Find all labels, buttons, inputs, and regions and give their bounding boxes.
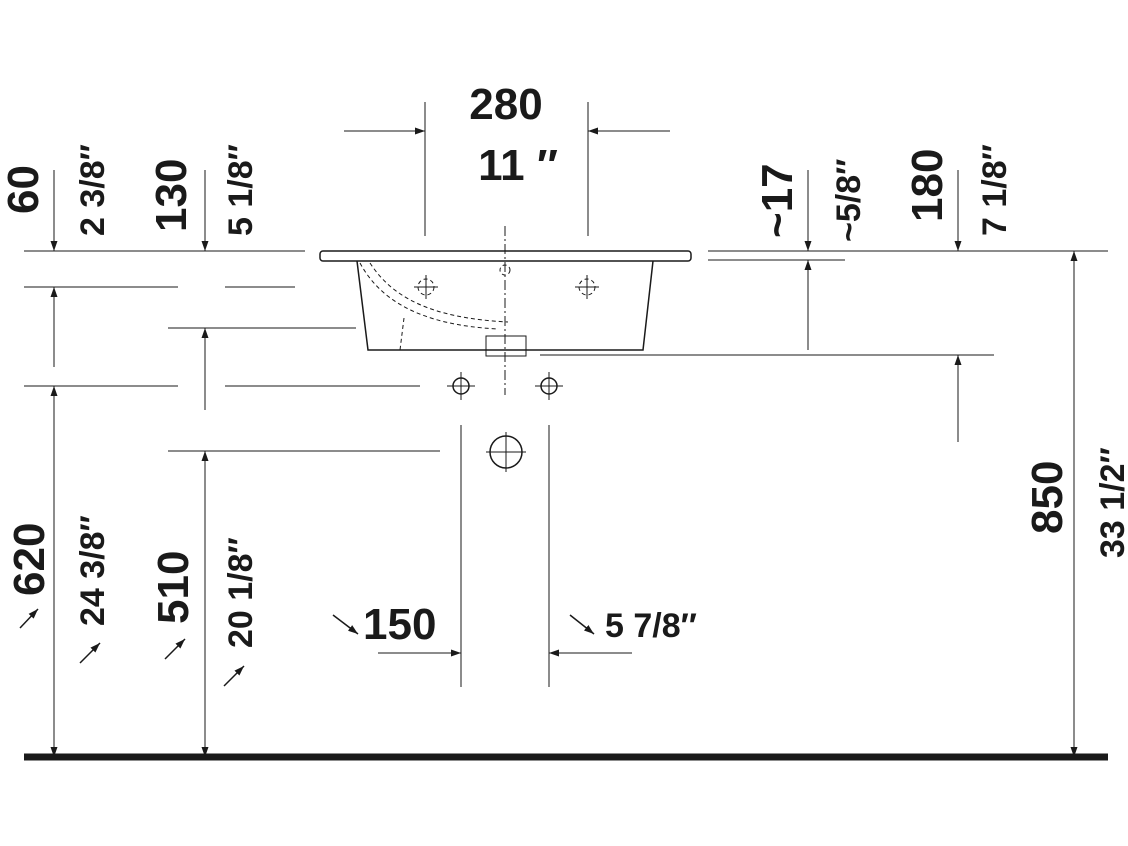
leader-arrow-icon — [569, 614, 595, 635]
dim-60-mm: 60 — [0, 165, 48, 214]
dim-150-mm: 150 — [363, 600, 436, 649]
dim-130-in: 5 1/8″ — [222, 144, 260, 236]
fixing-bolt-icon — [447, 372, 475, 400]
dim-180-mm: 180 — [903, 149, 952, 222]
leader-arrow-icon — [79, 642, 101, 664]
fixing-bolt-icon — [535, 372, 563, 400]
waste-drain — [485, 335, 527, 357]
dim-60-in: 2 3/8″ — [74, 144, 112, 236]
dim-280-mm: 280 — [469, 80, 542, 129]
dim-280-in: 11 ″ — [478, 141, 558, 190]
dim-130-mm: 130 — [147, 159, 196, 232]
leader-arrow-icon — [19, 608, 39, 629]
fixing-bolt-icon — [575, 275, 599, 299]
dim-150-in: 5 7/8″ — [605, 607, 697, 645]
leader-arrow-icon — [164, 638, 186, 660]
basin — [319, 226, 692, 395]
dim-510-in: 20 1/8″ — [222, 537, 260, 648]
dim-510-mm: 510 — [149, 551, 198, 624]
basin-bowl — [356, 260, 654, 351]
dim-17-in: ~5/8″ — [830, 159, 868, 242]
overflow-channel — [359, 262, 509, 330]
dim-850-mm: 850 — [1023, 461, 1072, 534]
dim-17-mm: ~17 — [753, 163, 802, 238]
waste-outlet-icon — [486, 432, 526, 472]
dim-620-mm: 620 — [5, 523, 54, 596]
leader-arrow-icon — [223, 665, 245, 687]
overflow-channel-drop — [399, 317, 405, 351]
fixing-bolt-icon — [414, 275, 438, 299]
dim-180-in: 7 1/8″ — [976, 144, 1014, 236]
tap-hole-icon — [499, 264, 511, 276]
leader-arrow-icon — [332, 614, 359, 635]
dim-620-in: 24 3/8″ — [74, 515, 112, 626]
dim-850-in: 33 1/2″ — [1094, 447, 1128, 558]
